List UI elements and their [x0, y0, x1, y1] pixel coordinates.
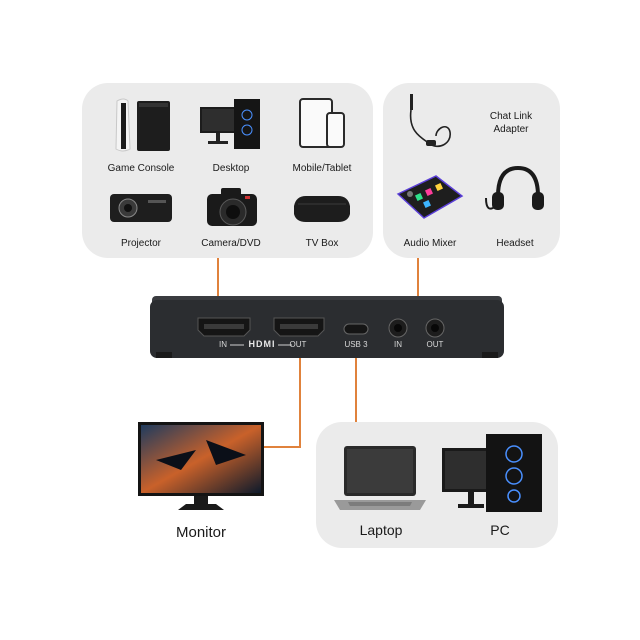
pc-icon — [440, 432, 546, 516]
monitor-icon — [136, 420, 266, 512]
monitor-label: Monitor — [176, 524, 226, 541]
hdmi-in-port — [198, 318, 250, 336]
wire-hdmi-out-to-monitor — [264, 356, 300, 447]
capture-box — [148, 294, 506, 360]
laptop-label: Laptop — [360, 522, 403, 538]
hdmi-out-label: OUT — [290, 340, 307, 349]
audio-in-jack — [389, 319, 407, 337]
pc-label: PC — [490, 522, 509, 538]
hdmi-logo: HDMI — [249, 339, 276, 349]
usb-c-port — [344, 324, 368, 334]
hdmi-in-label: IN — [219, 340, 227, 349]
audio-out-label: OUT — [427, 340, 444, 349]
usb-label: USB 3 — [344, 340, 367, 349]
audio-out-jack — [426, 319, 444, 337]
audio-in-label: IN — [394, 340, 402, 349]
hdmi-out-port — [274, 318, 324, 336]
laptop-icon — [330, 444, 430, 516]
